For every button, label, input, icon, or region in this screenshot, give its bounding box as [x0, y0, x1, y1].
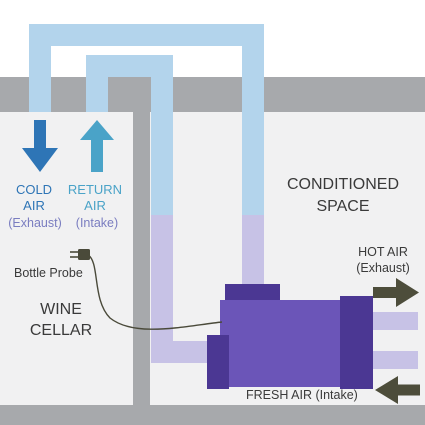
arrow-left-icon — [375, 376, 420, 404]
arrow-right-icon — [373, 278, 419, 307]
cold-air-label-line1: COLD — [16, 182, 52, 197]
cold-air-sublabel: (Exhaust) — [8, 216, 62, 230]
conditioned-space-label-line1: CONDITIONED — [287, 176, 399, 193]
ceiling-wall — [0, 77, 425, 112]
floor-wall — [0, 405, 425, 425]
arrow-up-icon — [80, 120, 114, 172]
hot-air-label-line2: (Exhaust) — [356, 261, 410, 275]
conditioned-space-label-line2: SPACE — [316, 198, 369, 215]
return-air-duct — [86, 55, 173, 215]
hot-air-pipe — [365, 312, 418, 330]
fresh-air-pipe — [365, 351, 418, 369]
unit-left-panel — [207, 335, 229, 389]
wine-cellar-label-line1: WINE — [40, 301, 82, 318]
return-air-duct-lower — [151, 215, 215, 363]
bottle-probe-label: Bottle Probe — [14, 266, 83, 280]
arrow-down-icon — [22, 120, 58, 172]
return-air-sublabel: (Intake) — [76, 216, 118, 230]
hot-air-label-line1: HOT AIR — [358, 245, 408, 259]
wine-cellar-label-line2: CELLAR — [30, 322, 92, 339]
cold-air-duct — [29, 24, 264, 215]
return-air-label-line2: AIR — [84, 198, 106, 213]
cold-air-label-line2: AIR — [23, 198, 45, 213]
unit-body — [220, 300, 350, 387]
probe-cable — [87, 254, 223, 330]
fresh-air-label: FRESH AIR (Intake) — [246, 388, 358, 402]
partition-wall — [133, 112, 150, 405]
unit-top-cap — [225, 284, 280, 302]
cooling-unit — [207, 284, 373, 389]
wine-cellar-room — [0, 112, 133, 405]
unit-right-panel — [340, 296, 373, 389]
return-air-label-line1: RETURN — [68, 182, 122, 197]
plug-icon — [70, 249, 90, 260]
